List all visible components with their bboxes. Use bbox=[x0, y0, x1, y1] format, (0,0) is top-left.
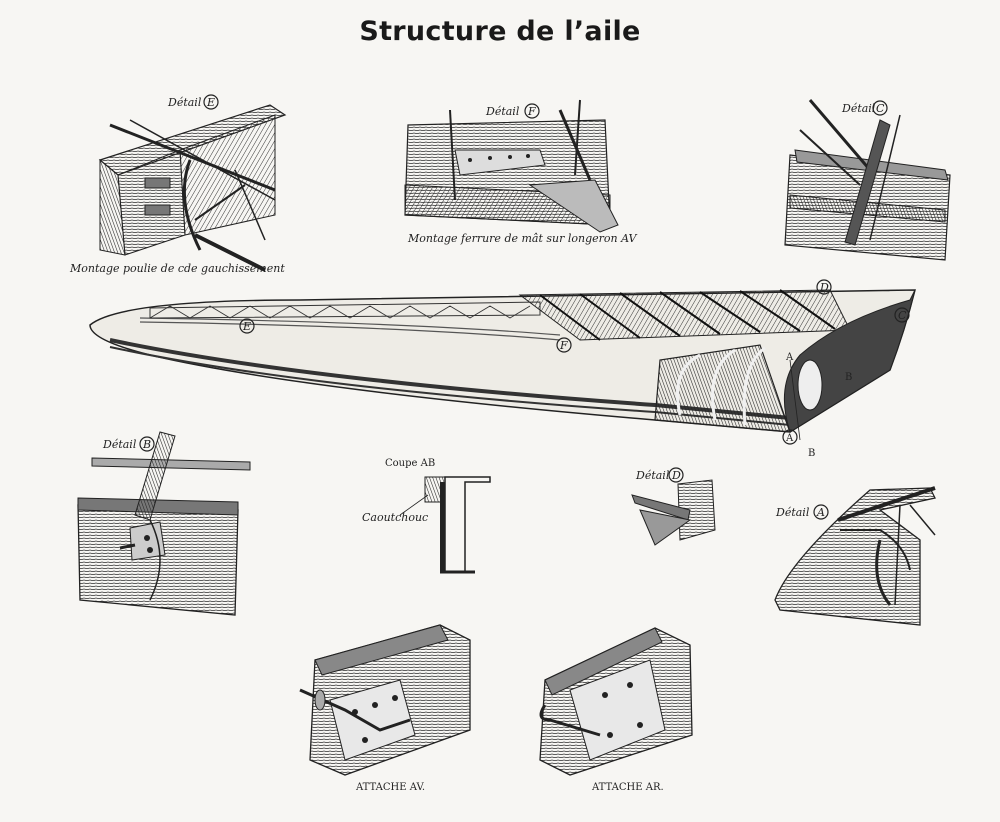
detail-f-caption: Montage ferrure de mât sur longeron AV bbox=[407, 232, 638, 245]
attache-av-caption: ATTACHE AV. bbox=[355, 782, 425, 793]
attache-ar-caption: ATTACHE AR. bbox=[591, 782, 664, 793]
detail-b-letter: B bbox=[142, 438, 151, 451]
detail-c-drawing bbox=[784, 99, 951, 261]
page-title: Structure de l’aile bbox=[359, 16, 641, 47]
detail-c-marker bbox=[872, 100, 888, 116]
detail-b-label: Détail bbox=[102, 438, 137, 451]
wing-marker-a2: A bbox=[785, 433, 794, 444]
detail-a-drawing bbox=[774, 486, 936, 626]
wing-marker-f: F bbox=[559, 339, 568, 352]
wing-marker-b: B bbox=[845, 372, 852, 383]
detail-f-marker bbox=[524, 103, 540, 119]
detail-c-letter: C bbox=[876, 102, 885, 115]
wing-marker-a: A bbox=[785, 352, 794, 363]
coupe-ab-label: Coupe AB bbox=[385, 458, 435, 469]
detail-c-label: Détail bbox=[841, 102, 876, 115]
attache-av-drawing bbox=[299, 624, 471, 776]
detail-e-marker bbox=[203, 94, 219, 110]
detail-a-marker bbox=[813, 504, 829, 520]
detail-a-letter: A bbox=[816, 506, 825, 519]
wing-marker-d: D bbox=[819, 281, 829, 294]
detail-d-letter: D bbox=[671, 469, 681, 482]
detail-d-drawing bbox=[631, 479, 716, 546]
wing-marker-b2: B bbox=[808, 448, 815, 459]
detail-e-letter: E bbox=[206, 96, 215, 109]
detail-b-drawing bbox=[77, 431, 251, 616]
detail-b-marker bbox=[139, 436, 155, 452]
detail-a-label: Détail bbox=[775, 506, 810, 519]
wing-marker-e: E bbox=[242, 320, 251, 333]
detail-e-drawing bbox=[98, 104, 287, 272]
detail-d-label: Détail bbox=[635, 469, 670, 482]
wing-marker-c: C bbox=[898, 309, 907, 322]
wing-markers: E F D C A B A B bbox=[239, 279, 910, 459]
detail-e-caption: Montage poulie de cde gauchissement bbox=[69, 262, 285, 275]
coupe-material-label: Caoutchouc bbox=[362, 511, 428, 524]
wing-main-drawing bbox=[89, 289, 916, 433]
detail-f-drawing bbox=[404, 99, 619, 233]
coupe-ab-drawing bbox=[399, 476, 491, 574]
detail-f-letter: F bbox=[527, 105, 536, 118]
detail-f-label: Détail bbox=[485, 105, 520, 118]
detail-d-marker bbox=[668, 467, 684, 483]
attache-ar-drawing bbox=[539, 627, 693, 776]
detail-e-label: Détail bbox=[167, 96, 202, 109]
